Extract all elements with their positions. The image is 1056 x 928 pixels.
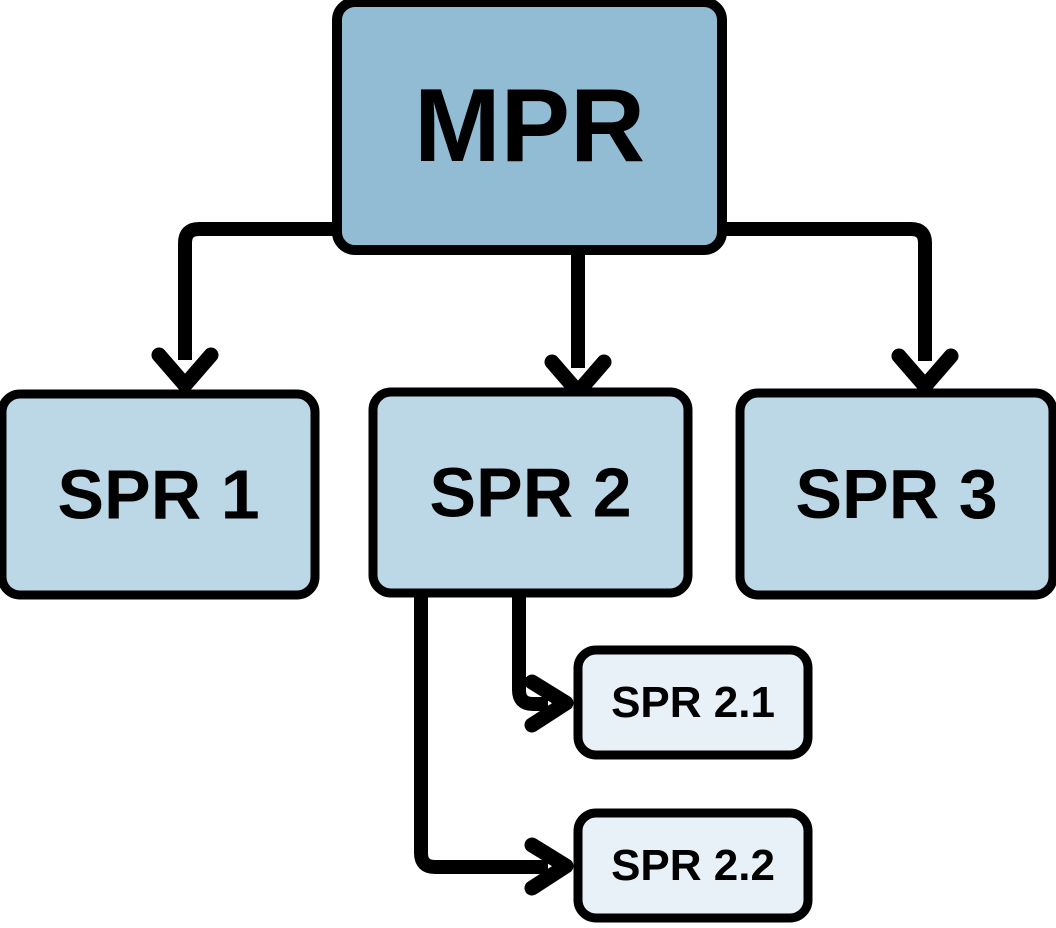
node-spr1-label: SPR 1 (57, 456, 259, 534)
node-mpr[interactable]: MPR (332, 0, 727, 255)
edge-spr2-to-spr21 (512, 593, 548, 711)
node-spr22[interactable]: SPR 2.2 (573, 808, 813, 923)
node-spr21[interactable]: SPR 2.1 (573, 645, 813, 760)
arrowhead-spr22 (524, 837, 574, 896)
node-spr2[interactable]: SPR 2 (368, 387, 693, 598)
node-spr2-box[interactable] (368, 387, 693, 598)
node-mpr-box[interactable] (332, 0, 727, 255)
node-spr1[interactable]: SPR 1 (0, 389, 320, 600)
node-spr2-label: SPR 2 (429, 454, 631, 532)
node-mpr-label: MPR (414, 68, 645, 184)
node-spr3[interactable]: SPR 3 (735, 388, 1056, 600)
edge-spr2-to-spr22 (414, 593, 548, 874)
node-spr22-label: SPR 2.2 (611, 841, 775, 890)
arrowhead-spr1 (151, 347, 219, 393)
edge-mpr-to-spr1 (178, 222, 337, 360)
edge-mpr-to-spr3 (722, 222, 932, 361)
node-spr22-box[interactable] (573, 808, 813, 923)
node-spr3-label: SPR 3 (795, 455, 997, 533)
node-spr21-box[interactable] (573, 645, 813, 760)
node-spr21-label: SPR 2.1 (611, 678, 775, 727)
arrowhead-spr3 (891, 348, 959, 394)
connector-group (151, 222, 959, 896)
arrowhead-spr21 (524, 674, 574, 733)
node-spr1-box[interactable] (0, 389, 320, 600)
node-spr3-box[interactable] (735, 388, 1056, 600)
